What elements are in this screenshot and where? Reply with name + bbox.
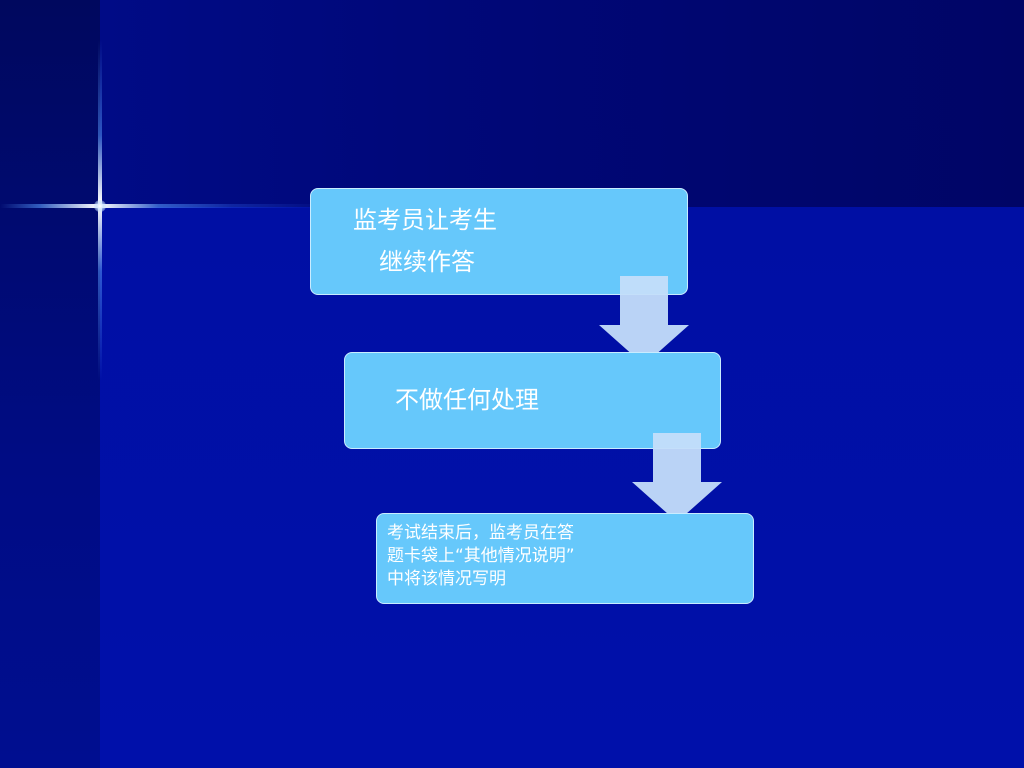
flow-step-2-line-1: 不做任何处理	[395, 386, 539, 414]
flow-step-2: 不做任何处理	[344, 352, 721, 449]
flow-step-3: 考试结束后，监考员在答 题卡袋上“其他情况说明” 中将该情况写明	[376, 513, 754, 604]
background-top-band	[100, 0, 1024, 207]
background-main-area	[100, 207, 1024, 768]
flow-step-1-line-2: 继续作答	[379, 248, 475, 276]
flow-step-3-line-1: 考试结束后，监考员在答	[387, 523, 574, 543]
down-arrow-icon	[632, 433, 722, 522]
sparkle-star-icon	[94, 200, 106, 212]
background-left-band	[0, 0, 100, 768]
flow-step-1-line-1: 监考员让考生	[353, 206, 497, 234]
down-arrow-icon	[599, 276, 689, 365]
sparkle-horizontal-ray	[0, 204, 330, 208]
flow-step-3-line-2: 题卡袋上“其他情况说明”	[387, 546, 575, 566]
flow-step-3-line-3: 中将该情况写明	[387, 569, 506, 589]
